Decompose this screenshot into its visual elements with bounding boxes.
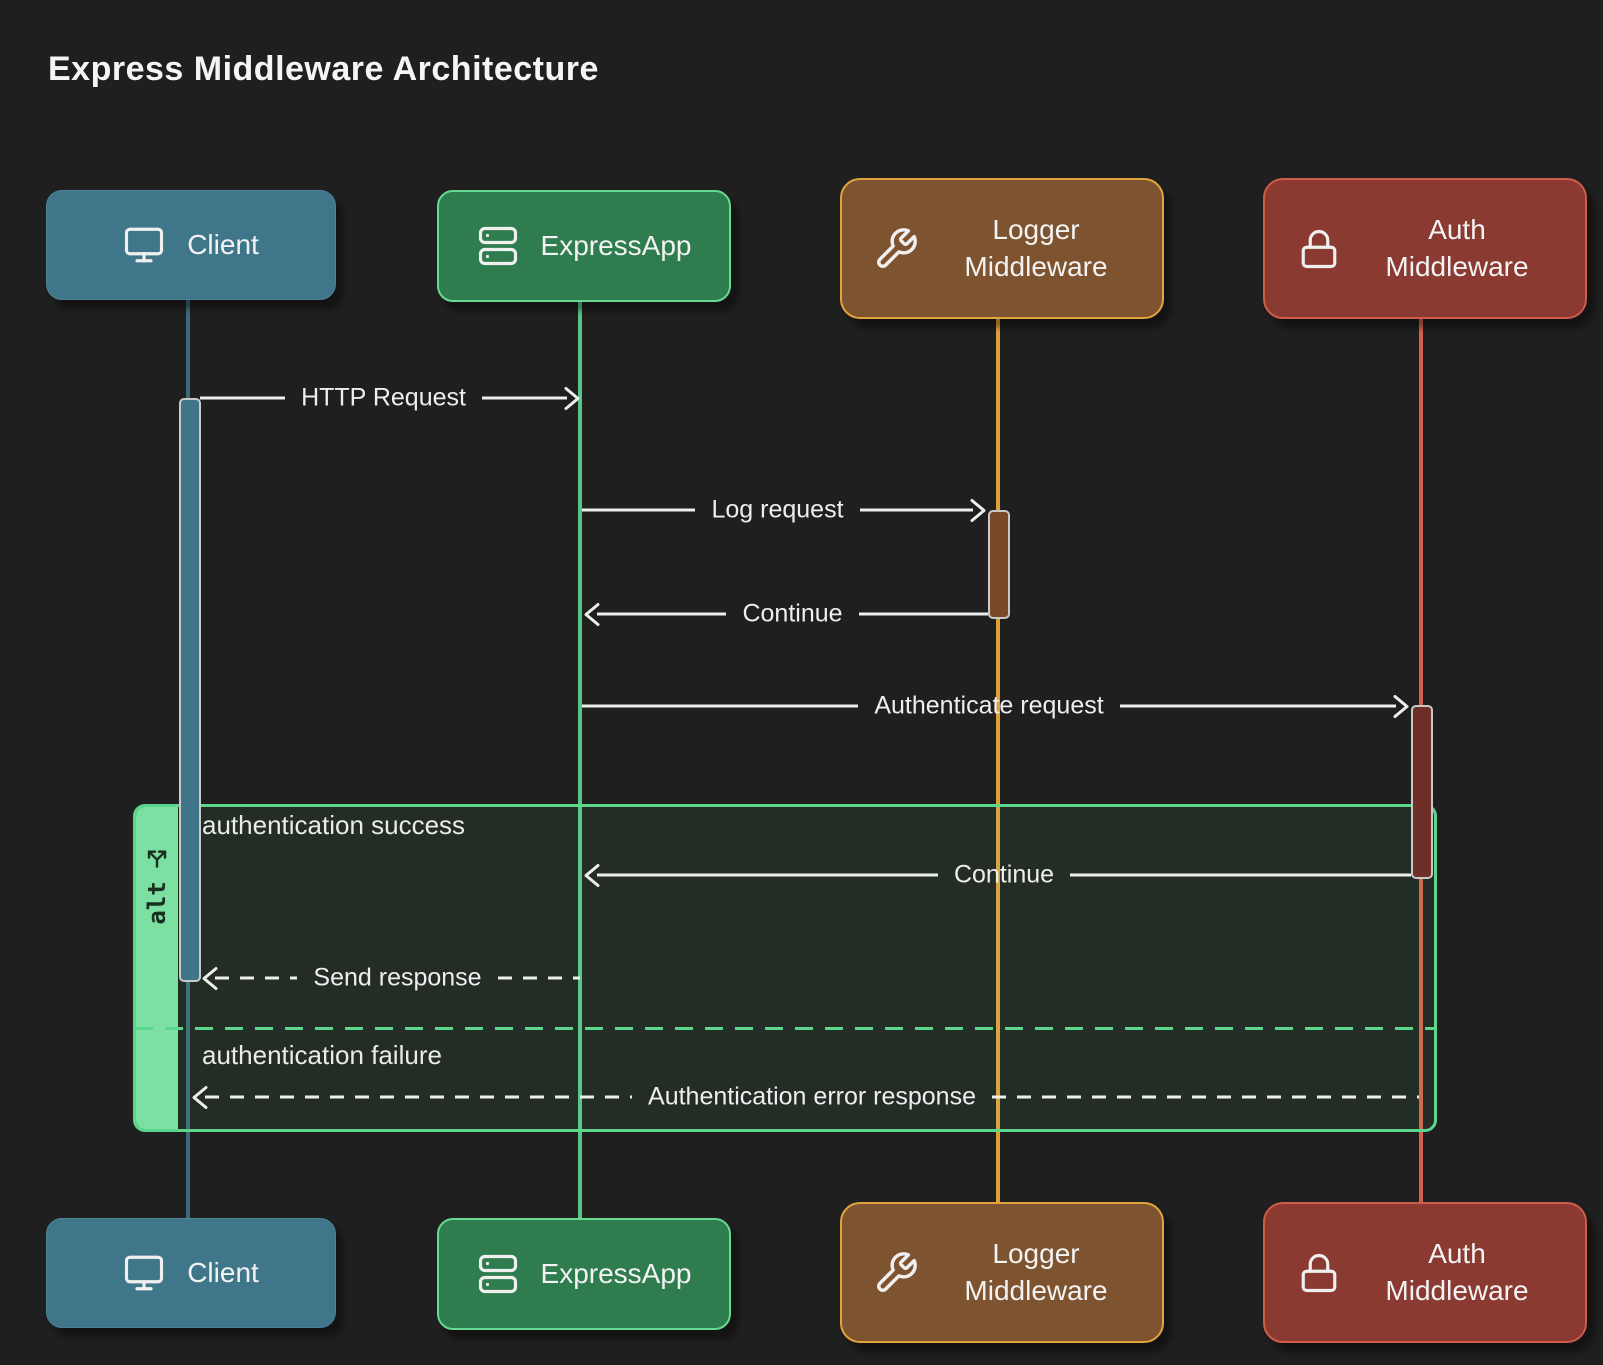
message-line xyxy=(1119,704,1397,708)
message-label: Continue xyxy=(742,599,843,628)
lifeline-expressapp xyxy=(578,298,582,1218)
message-auth-error-response: Authentication error response xyxy=(190,1083,1419,1112)
message-authenticate-request: Authenticate request xyxy=(582,692,1411,721)
message-line xyxy=(200,396,286,400)
message-line xyxy=(582,508,696,512)
alt-fragment-frame: alt xyxy=(133,804,1437,1132)
message-line xyxy=(597,873,938,877)
monitor-icon xyxy=(125,227,164,263)
actor-client-bottom: Client xyxy=(46,1218,336,1328)
message-log-request: Log request xyxy=(582,496,988,525)
message-continue-from-auth: Continue xyxy=(582,860,1412,890)
actor-logger-middleware-bottom: Logger Middleware xyxy=(840,1202,1164,1343)
alt-operator-tab: alt xyxy=(136,807,178,1129)
message-send-response: Send response xyxy=(200,964,580,993)
arrowhead-left-icon xyxy=(584,863,600,887)
message-label: Send response xyxy=(313,963,482,992)
actor-auth-middleware-bottom: Auth Middleware xyxy=(1263,1202,1587,1343)
wrench-icon xyxy=(877,227,917,268)
alt-condition-success: authentication success xyxy=(202,810,466,840)
diagram-title: Express Middleware Architecture xyxy=(48,50,599,88)
message-label: Authentication error response xyxy=(648,1082,976,1111)
actor-label: Auth Middleware xyxy=(1385,214,1529,282)
actor-label: Logger Middleware xyxy=(964,214,1108,282)
message-line xyxy=(481,396,568,400)
actor-label: ExpressApp xyxy=(540,229,692,261)
wrench-icon xyxy=(877,1251,917,1292)
lifeline-logger-middleware xyxy=(996,315,1000,1202)
message-line xyxy=(1070,873,1412,877)
message-continue-from-logger: Continue xyxy=(582,599,989,629)
message-line xyxy=(205,1095,633,1099)
actor-client-top: Client xyxy=(46,190,336,300)
message-label: HTTP Request xyxy=(301,383,466,412)
actor-label: ExpressApp xyxy=(540,1257,692,1289)
message-line xyxy=(497,976,580,980)
server-icon xyxy=(478,226,517,266)
actor-label: Client xyxy=(187,1256,259,1288)
message-http-request: HTTP Request xyxy=(200,384,582,413)
monitor-icon xyxy=(125,1255,164,1291)
alt-operator-label: alt xyxy=(143,881,171,925)
arrowhead-right-icon xyxy=(564,386,580,410)
message-line xyxy=(582,704,859,708)
lock-icon xyxy=(1301,1253,1337,1292)
actor-logger-middleware-top: Logger Middleware xyxy=(840,178,1164,319)
message-label: Log request xyxy=(711,495,844,524)
arrowhead-left-icon xyxy=(202,966,218,990)
arrowhead-right-icon xyxy=(970,498,986,522)
message-line xyxy=(858,612,989,616)
branch-split-icon xyxy=(147,850,167,868)
actor-expressapp-top: ExpressApp xyxy=(437,190,731,302)
lock-icon xyxy=(1301,229,1337,268)
actor-expressapp-bottom: ExpressApp xyxy=(437,1218,731,1330)
activation-auth xyxy=(1411,705,1433,879)
message-label: Authenticate request xyxy=(874,691,1104,720)
message-line xyxy=(215,976,298,980)
arrowhead-left-icon xyxy=(192,1085,208,1109)
alt-branch-divider xyxy=(135,1027,1435,1030)
actor-label: Client xyxy=(187,228,259,260)
actor-auth-middleware-top: Auth Middleware xyxy=(1263,178,1587,319)
actor-label: Logger Middleware xyxy=(964,1238,1108,1306)
activation-logger xyxy=(988,510,1010,619)
activation-client xyxy=(179,398,201,982)
arrowhead-left-icon xyxy=(584,602,600,626)
message-line xyxy=(859,508,974,512)
message-line xyxy=(597,612,727,616)
message-line xyxy=(991,1095,1419,1099)
actor-label: Auth Middleware xyxy=(1385,1238,1529,1306)
arrowhead-right-icon xyxy=(1393,694,1409,718)
alt-condition-failure: authentication failure xyxy=(202,1040,442,1070)
message-label: Continue xyxy=(953,860,1055,889)
server-icon xyxy=(478,1254,517,1294)
